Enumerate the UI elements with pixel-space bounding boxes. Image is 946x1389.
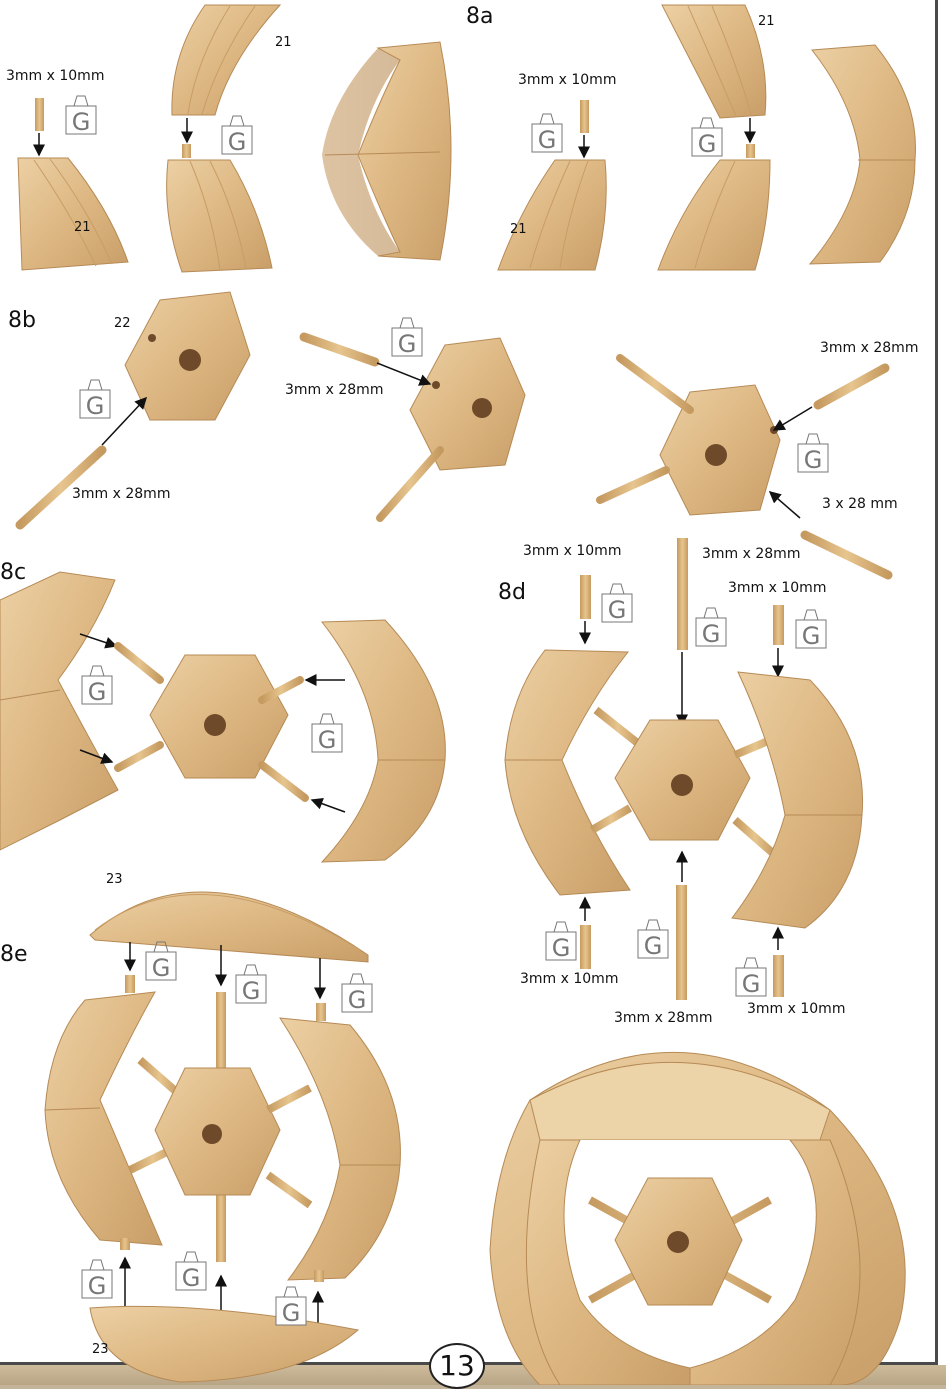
- glue-bottle-icon: G: [220, 114, 254, 156]
- dowel-label: 3mm x 28mm: [614, 1010, 712, 1026]
- finished-wheel-illustration: [490, 1052, 905, 1385]
- glue-label: G: [552, 934, 571, 962]
- glue-label: G: [228, 128, 247, 156]
- glue-bottle-icon: G: [274, 1285, 308, 1327]
- glue-label: G: [538, 126, 557, 154]
- dowel-label: 3mm x 28mm: [285, 382, 383, 398]
- glue-label: G: [702, 620, 721, 648]
- part-number: 21: [758, 14, 775, 29]
- dowel-label: 3mm x 10mm: [523, 543, 621, 559]
- glue-bottle-icon: G: [310, 712, 344, 754]
- glue-label: G: [152, 954, 171, 982]
- part-number: 21: [510, 222, 527, 237]
- step-8b-illustration: [20, 292, 888, 575]
- glue-label: G: [88, 678, 107, 706]
- glue-label: G: [318, 726, 337, 754]
- glue-bottle-icon: G: [78, 378, 112, 420]
- glue-label: G: [608, 596, 627, 624]
- dowel-label: 3mm x 10mm: [728, 580, 826, 596]
- step-8a-illustration: [18, 5, 916, 272]
- glue-bottle-icon: G: [64, 94, 98, 136]
- step-label-8e: 8e: [0, 942, 28, 967]
- glue-label: G: [86, 392, 105, 420]
- part-number: 21: [74, 220, 91, 235]
- part-number: 21: [275, 35, 292, 50]
- glue-bottle-icon: G: [340, 972, 374, 1014]
- glue-bottle-icon: G: [544, 920, 578, 962]
- step-8c-illustration: [0, 572, 445, 862]
- glue-label: G: [88, 1272, 107, 1300]
- glue-label: G: [282, 1299, 301, 1327]
- part-number: 23: [106, 872, 123, 887]
- step-label-8c: 8c: [0, 560, 26, 585]
- part-number: 22: [114, 316, 131, 331]
- glue-label: G: [242, 977, 261, 1005]
- dowel-label: 3mm x 28mm: [702, 546, 800, 562]
- dowel-label: 3mm x 28mm: [72, 486, 170, 502]
- glue-label: G: [398, 330, 417, 358]
- part-number: 23: [92, 1342, 109, 1357]
- glue-bottle-icon: G: [234, 963, 268, 1005]
- dowel-label: 3mm x 10mm: [518, 72, 616, 88]
- glue-label: G: [644, 932, 663, 960]
- page-number: 13: [429, 1343, 485, 1389]
- step-label-8a: 8a: [466, 4, 493, 29]
- glue-bottle-icon: G: [144, 940, 178, 982]
- glue-bottle-icon: G: [530, 112, 564, 154]
- step-8e-illustration: [45, 892, 400, 1382]
- glue-label: G: [742, 970, 761, 998]
- glue-label: G: [182, 1264, 201, 1292]
- glue-label: G: [348, 986, 367, 1014]
- dowel-label: 3mm x 10mm: [520, 971, 618, 987]
- glue-label: G: [72, 108, 91, 136]
- glue-bottle-icon: G: [794, 608, 828, 650]
- glue-bottle-icon: G: [734, 956, 768, 998]
- glue-bottle-icon: G: [796, 432, 830, 474]
- dowel-label: 3mm x 28mm: [820, 340, 918, 356]
- dowel-label: 3mm x 10mm: [747, 1001, 845, 1017]
- dowel-label: 3mm x 10mm: [6, 68, 104, 84]
- glue-label: G: [802, 622, 821, 650]
- glue-bottle-icon: G: [636, 918, 670, 960]
- glue-bottle-icon: G: [690, 116, 724, 158]
- glue-label: G: [804, 446, 823, 474]
- step-label-8d: 8d: [498, 580, 526, 605]
- dowel-label: 3 x 28 mm: [822, 496, 898, 512]
- glue-bottle-icon: G: [80, 1258, 114, 1300]
- glue-bottle-icon: G: [390, 316, 424, 358]
- glue-bottle-icon: G: [694, 606, 728, 648]
- glue-bottle-icon: G: [174, 1250, 208, 1292]
- glue-bottle-icon: G: [80, 664, 114, 706]
- glue-label: G: [698, 130, 717, 158]
- glue-bottle-icon: G: [600, 582, 634, 624]
- step-label-8b: 8b: [8, 308, 36, 333]
